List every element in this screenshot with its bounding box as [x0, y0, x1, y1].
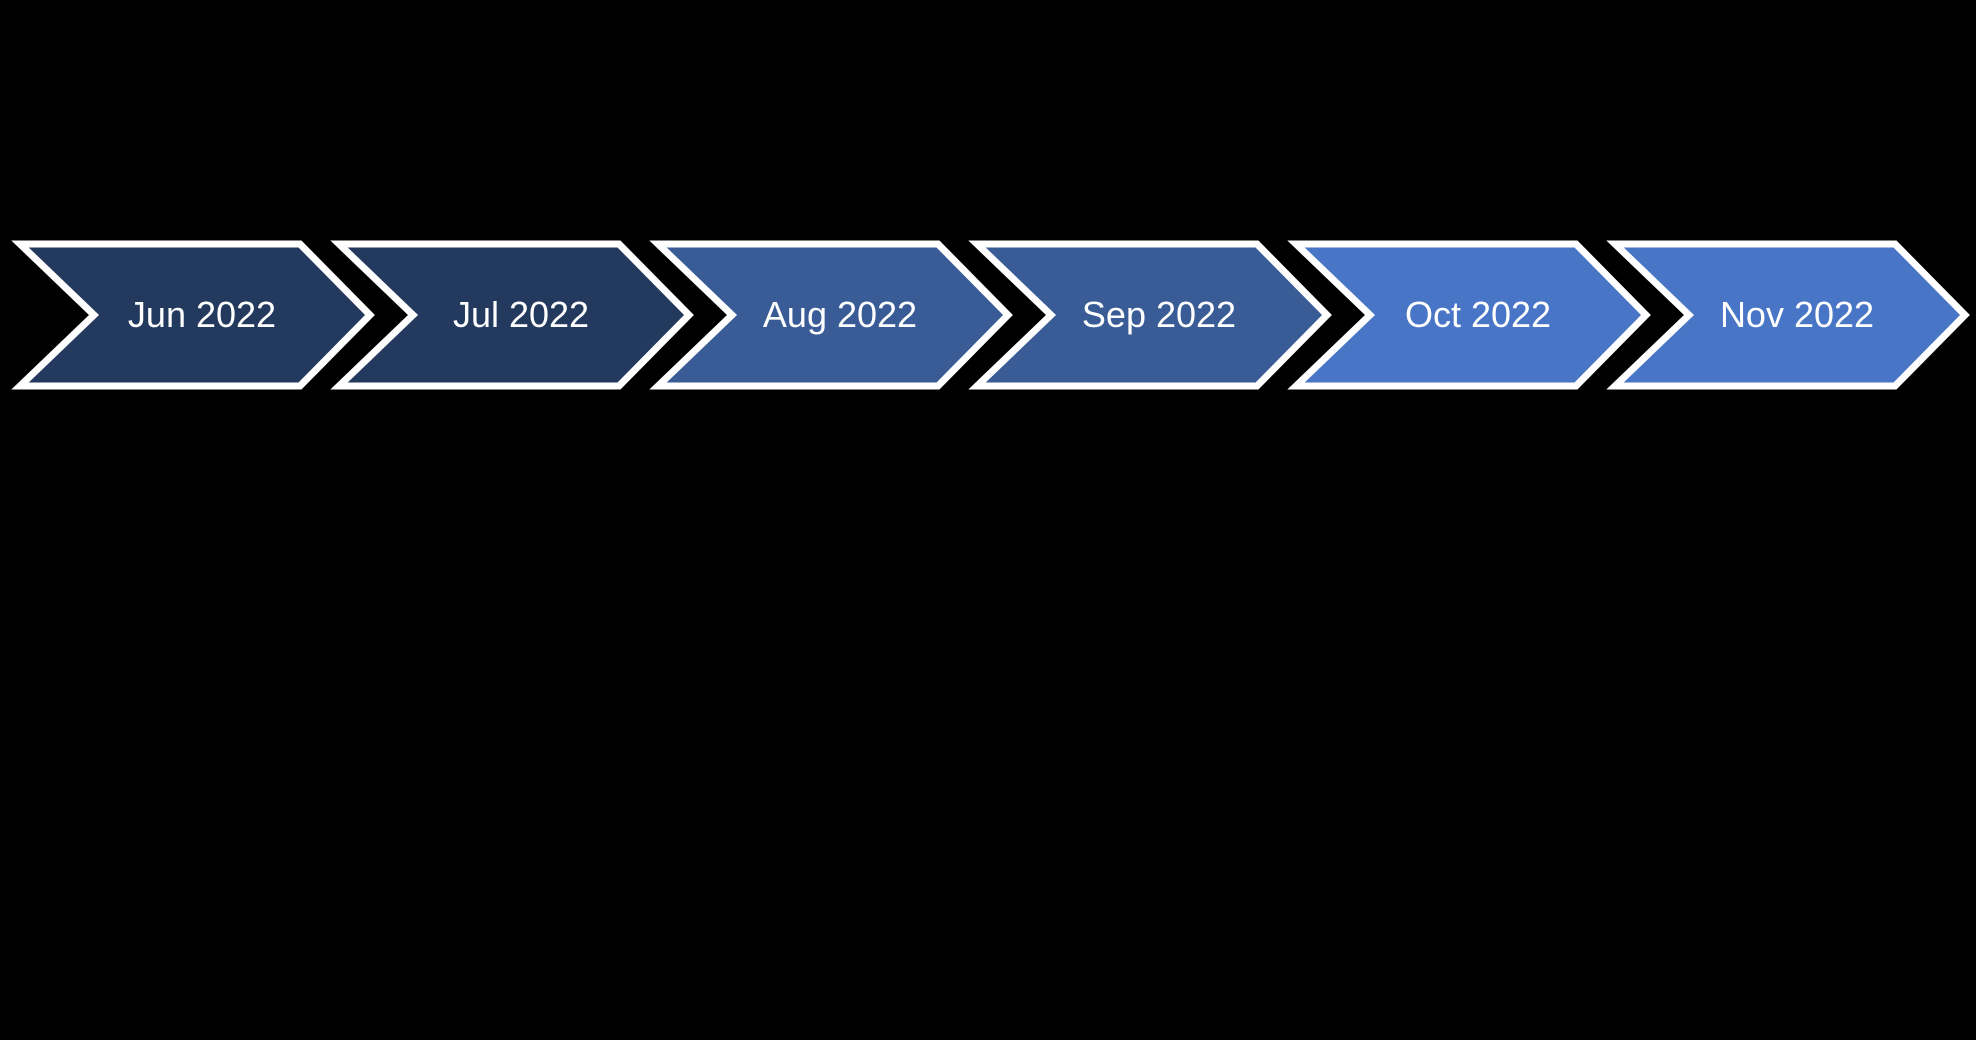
chevron-nov-2022[interactable]: Nov 2022: [1606, 240, 1971, 390]
chevron-oct-2022[interactable]: Oct 2022: [1287, 240, 1652, 390]
chevron-shape-svg: [1606, 240, 1970, 390]
chevron-shape: [330, 240, 694, 390]
chevron-jul-2022[interactable]: Jul 2022: [330, 240, 695, 390]
chevron-shape: [1606, 240, 1970, 390]
chevron-shape-svg: [968, 240, 1332, 390]
chevron-timeline: Jun 2022 Jul 2022 Aug 2022 Sep 2022 Oct: [11, 240, 1971, 390]
chevron-shape-svg: [1287, 240, 1651, 390]
chevron-shape: [968, 240, 1332, 390]
chevron-shape-svg: [330, 240, 694, 390]
chevron-shape: [1287, 240, 1651, 390]
chevron-jun-2022[interactable]: Jun 2022: [11, 240, 376, 390]
chevron-shape-svg: [11, 240, 375, 390]
chevron-sep-2022[interactable]: Sep 2022: [968, 240, 1333, 390]
chevron-shape: [649, 240, 1013, 390]
chevron-shape: [11, 240, 375, 390]
chevron-aug-2022[interactable]: Aug 2022: [649, 240, 1014, 390]
chevron-shape-svg: [649, 240, 1013, 390]
